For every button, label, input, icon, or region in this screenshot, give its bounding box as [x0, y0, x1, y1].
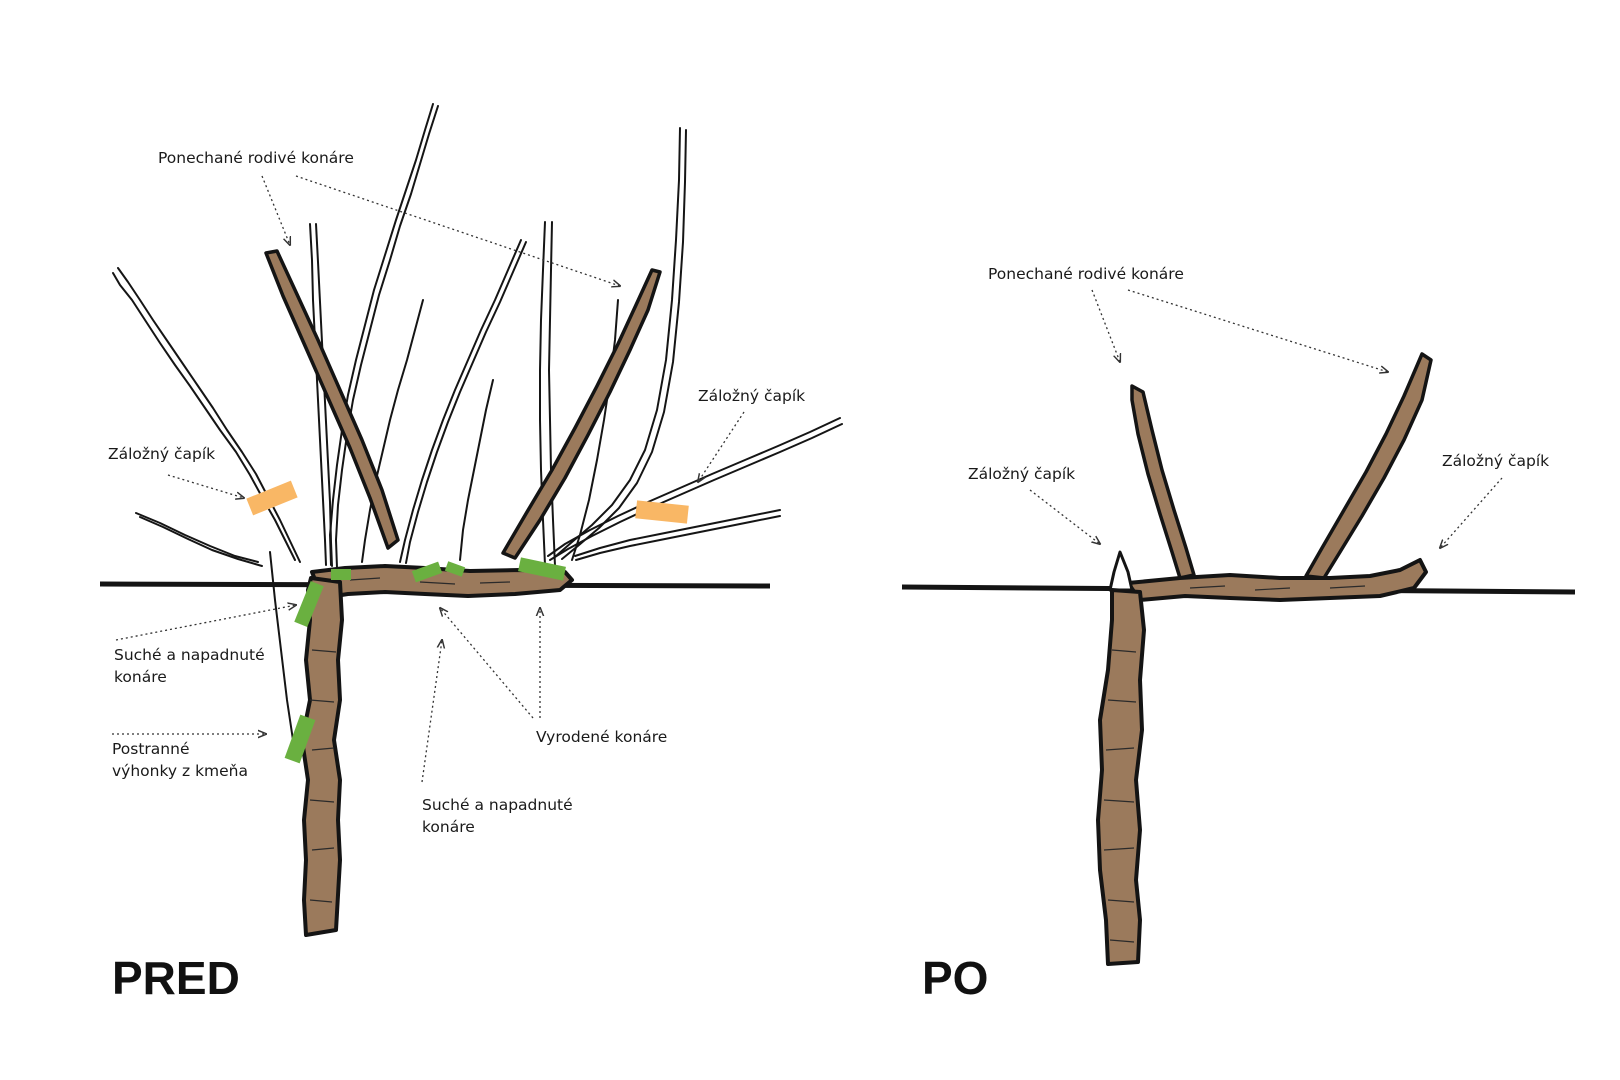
label-dry-branches-left-line2: konáre: [114, 668, 167, 686]
cut-markers: [284, 557, 566, 764]
after-panel: Ponechané rodivé konáre Záložný čapík Zá…: [901, 265, 1576, 1004]
label-dry-branches-center-line2: konáre: [422, 818, 475, 836]
shoot-right-lowest: [574, 509, 781, 557]
label-dry-branches-center: Suché a napadnuté: [422, 796, 573, 814]
cut-mark: [284, 714, 316, 764]
shoot-left-long: [112, 272, 296, 561]
shoot-center-tall: [329, 103, 434, 566]
shoot-left-low: [135, 512, 259, 563]
label-kept-branches-after: Ponechané rodivé konáre: [988, 265, 1184, 283]
label-side-shoots: Postranné: [112, 740, 190, 758]
shoot-mid-3: [459, 379, 494, 561]
label-backup-spur-right-before: Záložný čapík: [698, 387, 805, 405]
before-panel: Ponechané rodivé konáre Záložný čapík Zá…: [99, 103, 843, 1004]
shoot-left-low-b: [139, 516, 263, 567]
shoot-center-tall-b: [335, 105, 439, 569]
cordon-arm-after: [1126, 558, 1428, 602]
label-kept-branches-before: Ponechané rodivé konáre: [158, 149, 354, 167]
title-after: PO: [922, 952, 988, 1004]
kept-branch-after-right: [1304, 352, 1433, 580]
shoot-left-long-b: [117, 267, 301, 563]
label-dry-branches-left: Suché a napadnuté: [114, 646, 265, 664]
kept-branches: [264, 249, 662, 560]
kept-branch-right: [501, 268, 662, 560]
cut-mark: [518, 557, 566, 581]
shoot-right-tall-b: [561, 129, 687, 560]
cut-mark: [331, 569, 351, 580]
backup-spur-markers: [246, 480, 689, 524]
shoot-mid-2: [399, 239, 522, 563]
spur-mark: [246, 480, 298, 516]
trunk-after: [1096, 588, 1146, 966]
kept-branches-after: [1130, 352, 1433, 580]
shoot-vertical-right-b: [548, 221, 556, 567]
label-side-shoots-line2: výhonky z kmeňa: [112, 762, 248, 780]
label-spent-branches: Vyrodené konáre: [536, 728, 667, 746]
shoot-right-tall: [555, 127, 681, 557]
shoot-right-mid: [571, 299, 619, 561]
bark-texture-after: [1103, 585, 1366, 943]
shoot-mid-2-b: [405, 241, 527, 564]
bark-texture-before: [309, 577, 511, 903]
backup-spur-after-left: [1108, 550, 1134, 592]
cut-mark: [294, 580, 324, 628]
kept-branch-left: [264, 249, 400, 550]
shoot-right-low-b: [549, 423, 843, 561]
shoot-right-low: [547, 417, 841, 557]
removed-shoots: [112, 103, 843, 741]
cordon-arm-before: [310, 564, 574, 600]
label-backup-spur-left-before: Záložný čapík: [108, 445, 215, 463]
shoot-vertical-left-b: [315, 223, 333, 567]
kept-branch-after-left: [1130, 384, 1196, 580]
trunk-before: [300, 576, 344, 937]
annotation-arrows-before: [112, 175, 745, 783]
label-backup-spur-right-after: Záložný čapík: [1442, 452, 1549, 470]
label-backup-spur-left-after: Záložný čapík: [968, 465, 1075, 483]
shoot-vertical-left: [309, 223, 327, 566]
spur-mark: [635, 500, 689, 524]
cut-mark: [444, 561, 466, 577]
cut-mark: [411, 561, 443, 583]
annotation-arrows-after: [1029, 289, 1503, 548]
title-before: PRED: [112, 952, 240, 1004]
shoot-mid-1: [361, 299, 424, 563]
shoot-trunk-side: [269, 551, 294, 741]
shoot-right-lowest-b: [575, 515, 781, 561]
